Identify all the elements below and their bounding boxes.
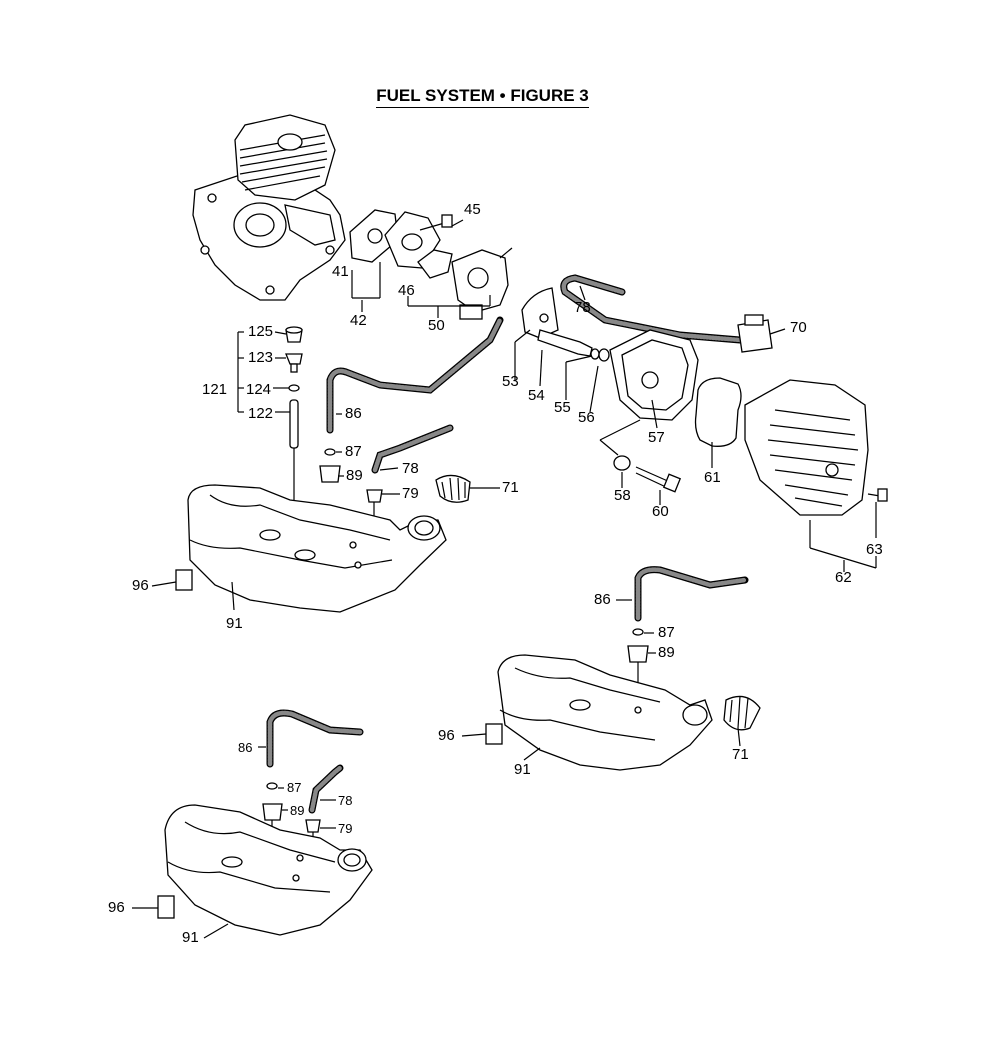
callout-96-bottom: 96 <box>108 899 125 916</box>
callout-56: 56 <box>578 409 595 426</box>
callout-91-bottom: 91 <box>182 929 199 946</box>
tank-cap-71b <box>723 695 761 731</box>
callout-61: 61 <box>704 469 721 486</box>
callout-78-bottom: 78 <box>338 793 353 808</box>
clip-96c <box>157 895 175 919</box>
fuel-line-86-right <box>634 566 749 622</box>
callout-53: 53 <box>502 373 519 390</box>
callout-125: 125 <box>248 323 274 340</box>
air-cleaner-cover-62 <box>744 379 869 516</box>
callout-50: 50 <box>428 317 445 334</box>
fuel-line-86-bottom <box>266 709 364 768</box>
filter-element-61 <box>694 377 742 447</box>
callout-89-mid: 89 <box>346 467 363 484</box>
callout-87-bottom: 87 <box>287 780 302 795</box>
gasket-46 <box>417 249 453 279</box>
figure-title-text: FUEL SYSTEM • FIGURE 3 <box>376 86 589 108</box>
screw-63 <box>867 488 888 502</box>
callout-86-mid: 86 <box>345 405 362 422</box>
callout-41: 41 <box>332 263 349 280</box>
callout-96-right: 96 <box>438 727 455 744</box>
washer-58 <box>613 455 631 471</box>
callout-87-right: 87 <box>658 624 675 641</box>
callout-96-mid: 96 <box>132 577 149 594</box>
callout-121: 121 <box>202 381 228 398</box>
callout-55: 55 <box>554 399 571 416</box>
fuel-tank-91b <box>497 654 713 771</box>
callout-89-bottom: 89 <box>290 803 305 818</box>
callout-86-right: 86 <box>594 591 611 608</box>
callout-46: 46 <box>398 282 415 299</box>
callout-54: 54 <box>528 387 545 404</box>
clip-96a <box>175 569 193 591</box>
callout-86-bottom: 86 <box>238 740 253 755</box>
washer-124 <box>288 384 300 392</box>
washer-87a <box>324 448 336 456</box>
grommet-79c <box>305 819 321 833</box>
callout-91-mid: 91 <box>226 615 243 632</box>
tank-cap-71a <box>435 474 471 503</box>
filter-123 <box>285 353 303 373</box>
carburetor-50 <box>451 247 513 320</box>
callout-124: 124 <box>246 381 272 398</box>
callout-78-top: 78 <box>574 299 591 316</box>
leader-lines <box>132 219 877 939</box>
tube-122 <box>289 399 299 449</box>
callout-78-mid: 78 <box>402 460 419 477</box>
washer-87b <box>632 628 644 636</box>
washer-87c <box>266 782 278 790</box>
air-cleaner-base-57 <box>609 329 699 421</box>
bolt-60 <box>635 466 682 493</box>
callout-58: 58 <box>614 487 631 504</box>
figure-title: FUEL SYSTEM • FIGURE 3 <box>0 86 965 108</box>
callout-79-mid: 79 <box>402 485 419 502</box>
callout-89-right: 89 <box>658 644 675 661</box>
callout-71-right: 71 <box>732 746 749 763</box>
callout-79-bottom: 79 <box>338 821 353 836</box>
callout-122: 122 <box>248 405 274 422</box>
callout-71-mid: 71 <box>502 479 519 496</box>
grommet-89c <box>262 803 283 821</box>
grommet-89a <box>319 465 341 483</box>
callout-57: 57 <box>648 429 665 446</box>
clip-96b <box>485 723 503 745</box>
callout-60: 60 <box>652 503 669 520</box>
callout-42: 42 <box>350 312 367 329</box>
fuel-tank-91c <box>164 804 373 936</box>
callout-70: 70 <box>790 319 807 336</box>
lever-54 <box>537 329 593 357</box>
callout-63: 63 <box>866 541 883 558</box>
washer-55 <box>590 348 600 360</box>
grommet-89b <box>627 645 649 663</box>
callout-62: 62 <box>835 569 852 586</box>
callout-91-right: 91 <box>514 761 531 778</box>
fuel-tank-91a <box>187 484 447 613</box>
callout-45: 45 <box>464 201 481 218</box>
cap-125 <box>285 326 303 343</box>
callout-87-mid: 87 <box>345 443 362 460</box>
bolt-45 <box>419 214 453 231</box>
callout-123: 123 <box>248 349 274 366</box>
primer-bulb-70 <box>737 314 773 353</box>
engine-illustration <box>192 114 346 301</box>
washer-56 <box>598 348 610 362</box>
grommet-79a <box>366 489 383 503</box>
